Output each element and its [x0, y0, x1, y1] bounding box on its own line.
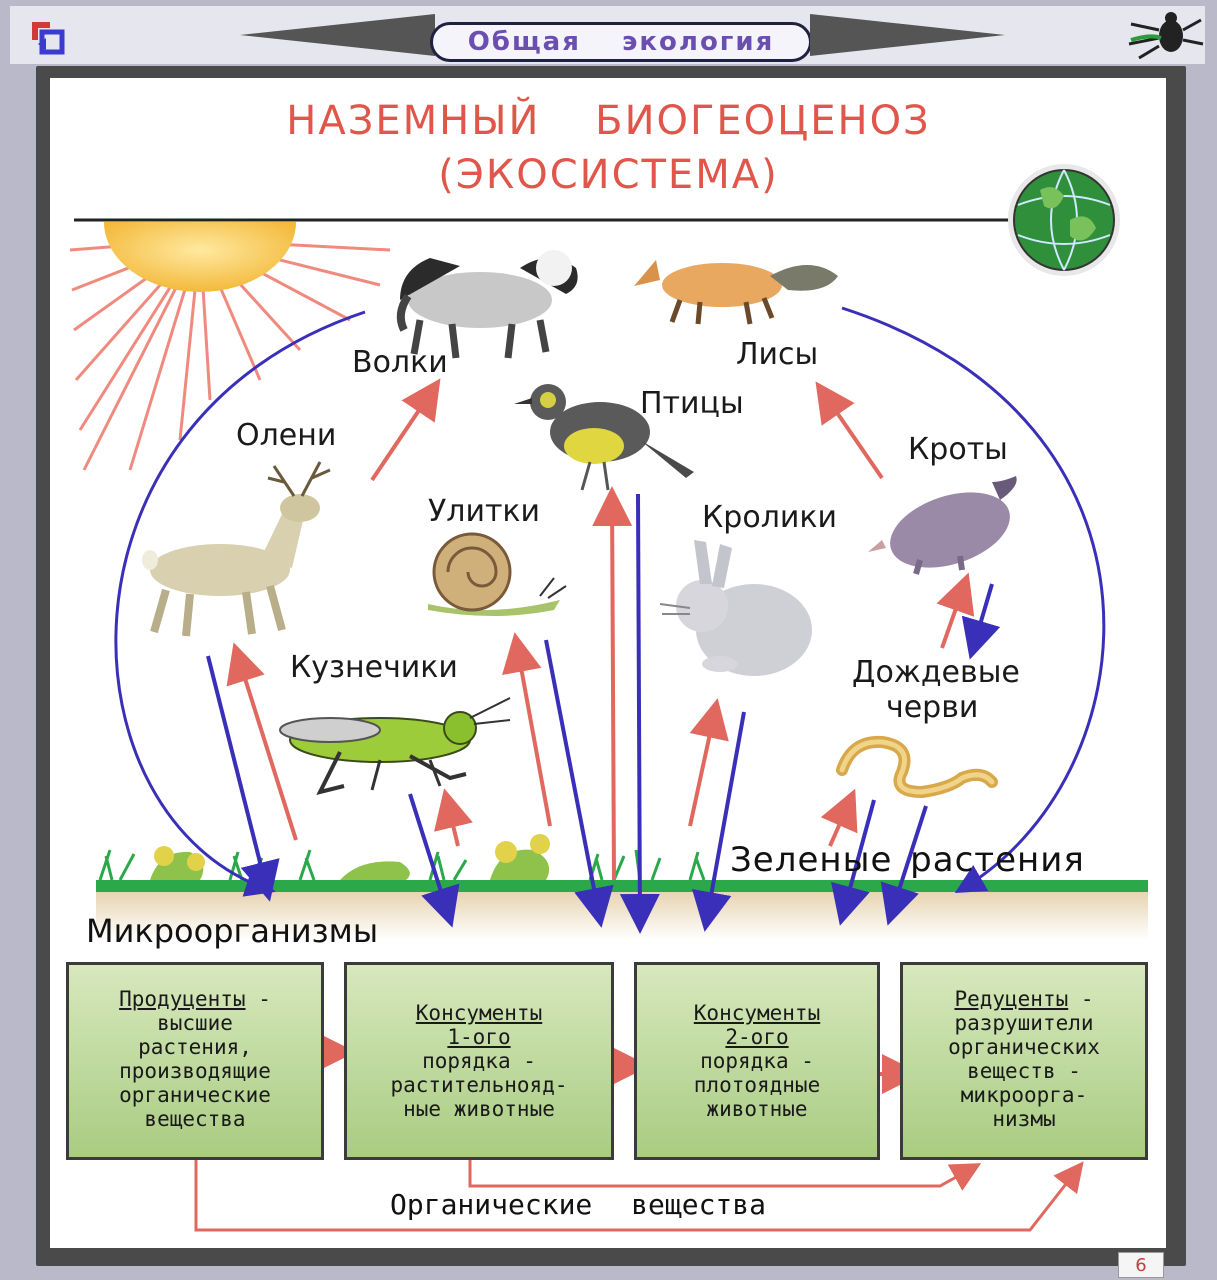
rabbit-icon: [660, 540, 812, 676]
box-producers-title: Продуценты: [119, 987, 245, 1011]
box-reducers-dash: -: [1068, 987, 1093, 1011]
box-reducers: Редуценты - разрушители органических вещ…: [900, 962, 1148, 1160]
box-consumers1-line: растительнояд-: [347, 1073, 611, 1097]
box-consumers2-title: 2-ого: [637, 1025, 877, 1049]
box-consumers2-line: животные: [637, 1097, 877, 1121]
arrow-soil-to-deer: [236, 650, 296, 840]
label-green-plants: Зеленые растения: [730, 840, 1085, 880]
label-earthworms-line2: черви: [886, 690, 978, 725]
snail-icon: [428, 534, 566, 616]
grasshopper-icon: [280, 698, 510, 792]
arrow-snails-to-soil: [546, 640, 600, 920]
label-wolves: Волки: [352, 345, 448, 380]
box-producers-line: производящие: [69, 1059, 321, 1083]
box-consumers1-line: порядка -: [347, 1049, 611, 1073]
arrow-birds-to-soil: [638, 494, 640, 926]
box-reducers-line: органических: [903, 1035, 1145, 1059]
label-deer: Олени: [236, 418, 336, 453]
box-consumers1-title: 1-ого: [347, 1025, 611, 1049]
box-reducers-line: разрушители: [903, 1011, 1145, 1035]
box-producers: Продуценты - высшие растения, производящ…: [66, 962, 324, 1160]
fox-icon: [634, 260, 838, 324]
diagram-title: НАЗЕМНЫЙ БИОГЕОЦЕНОЗ: [0, 98, 1217, 144]
box-reducers-line: микроорга-: [903, 1083, 1145, 1107]
grass-line: [96, 880, 1148, 892]
box-consumers2-line: плотоядные: [637, 1073, 877, 1097]
box-reducers-title: Редуценты: [954, 987, 1068, 1011]
diagram-subtitle: (ЭКОСИСТЕМА): [0, 152, 1217, 198]
arrow-soil-to-snails: [516, 640, 550, 826]
label-foxes: Лисы: [736, 337, 818, 372]
arrow-soil-to-worms: [830, 796, 852, 846]
label-organic-matter: Органические вещества: [390, 1188, 766, 1221]
deer-icon: [142, 462, 330, 636]
box-consumers-1st-order: Консументы 1-ого порядка - растительнояд…: [344, 962, 614, 1160]
arrow-deer-to-soil: [208, 656, 268, 894]
arrow-moles-to-worms: [972, 584, 992, 652]
box-producers-line: вещества: [69, 1107, 321, 1131]
box-consumers2-line: порядка -: [637, 1049, 877, 1073]
flow-arrow-right-loop: [842, 308, 1104, 890]
label-grasshoppers: Кузнечики: [290, 650, 458, 685]
label-moles: Кроты: [908, 432, 1008, 467]
arrow-soil-to-birds: [612, 494, 614, 880]
label-rabbits: Кролики: [702, 500, 837, 535]
box-producers-line: растения,: [69, 1035, 321, 1059]
sun-icon: [70, 222, 390, 470]
box-consumers2-title: Консументы: [637, 1001, 877, 1025]
box-producers-line: высшие: [69, 1011, 321, 1035]
box-consumers-2nd-order: Консументы 2-ого порядка - плотоядные жи…: [634, 962, 880, 1160]
arrow-organic-consumers1-to-reducers: [470, 1160, 976, 1186]
box-consumers1-line: ные животные: [347, 1097, 611, 1121]
page-number[interactable]: 6: [1118, 1252, 1164, 1278]
box-producers-dash: -: [246, 987, 271, 1011]
arrow-soil-to-rabbits: [690, 706, 716, 826]
arrow-soil-to-grasshoppers: [446, 796, 458, 846]
wolf-icon: [400, 250, 578, 358]
label-earthworms-line1: Дождевые: [852, 655, 1020, 690]
label-microorganisms: Микроорганизмы: [86, 912, 378, 950]
mole-icon: [868, 476, 1019, 581]
arrow-moles-to-foxes: [820, 388, 882, 478]
label-snails: Улитки: [428, 494, 540, 529]
arrow-worms-to-moles: [942, 580, 966, 648]
earthworm-icon: [842, 742, 992, 792]
arrow-deer-to-wolves: [372, 385, 436, 480]
box-consumers1-title: Консументы: [347, 1001, 611, 1025]
box-producers-line: органические: [69, 1083, 321, 1107]
box-reducers-line: низмы: [903, 1107, 1145, 1131]
box-reducers-line: веществ -: [903, 1059, 1145, 1083]
label-birds: Птицы: [640, 386, 744, 421]
